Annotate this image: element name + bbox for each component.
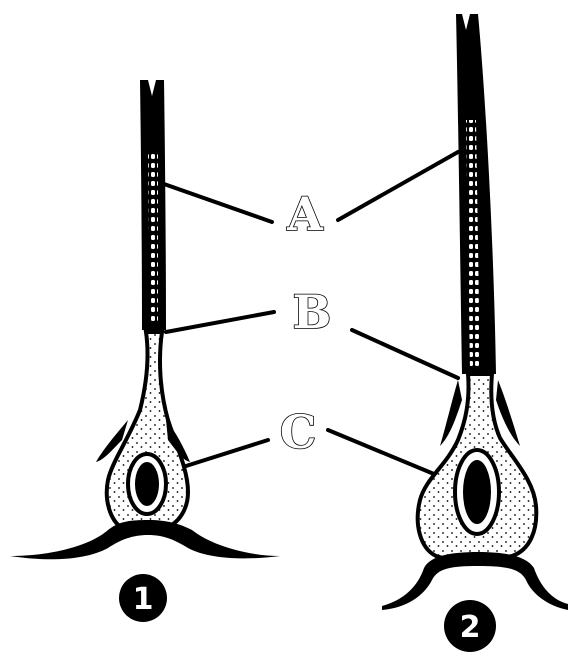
cell-2-number-badge: 2 [444, 600, 496, 652]
leader-b-right [352, 330, 458, 378]
cell-1-number-badge: 1 [119, 574, 167, 622]
label-a: A [286, 187, 324, 241]
cell-2-number: 2 [460, 610, 481, 645]
label-b: B [293, 285, 332, 339]
leader-c-right [328, 430, 434, 474]
leader-c-left [186, 440, 268, 466]
cell-1-base [10, 520, 280, 559]
label-c: C [280, 405, 317, 459]
cell-1-nucleus [135, 462, 159, 506]
cell-2-nucleus [463, 460, 491, 524]
cell-2 [382, 14, 568, 610]
leader-b-left [166, 312, 274, 332]
leader-a-left [164, 184, 272, 222]
cell-1-number: 1 [133, 582, 154, 617]
leader-a-right [338, 152, 458, 220]
